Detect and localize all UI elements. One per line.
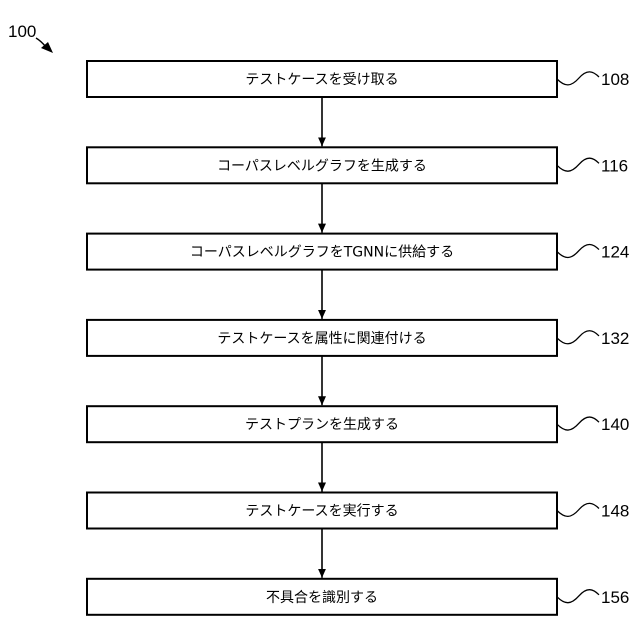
step-label: テストケースを属性に関連付ける (217, 331, 426, 347)
step-148: テストケースを実行する 148 (87, 493, 629, 529)
reference-leader-line (557, 158, 599, 171)
step-108: テストケースを受け取る 108 (87, 61, 629, 97)
reference-leader-line (557, 244, 599, 257)
step-116: コーパスレベルグラフを生成する 116 (87, 147, 628, 183)
reference-numeral: 124 (601, 243, 629, 262)
step-label: テストプランを生成する (245, 417, 399, 433)
step-label: コーパスレベルグラフをTGNNに供給する (190, 245, 454, 261)
reference-numeral: 156 (601, 588, 629, 607)
reference-numeral: 108 (601, 70, 629, 89)
step-132: テストケースを属性に関連付ける 132 (87, 320, 629, 356)
reference-numeral: 132 (601, 329, 629, 348)
reference-numeral: 116 (601, 156, 628, 175)
step-label: テストケースを実行する (245, 504, 398, 520)
step-label: コーパスレベルグラフを生成する (217, 158, 427, 174)
figure-reference-numeral: 100 (8, 22, 36, 41)
steps-layer: テストケースを受け取る108コーパスレベルグラフを生成する116コーパスレベルグ… (87, 61, 629, 615)
reference-leader-line (557, 417, 599, 430)
step-label: 不具合を識別する (266, 590, 378, 606)
reference-leader-line (557, 331, 599, 344)
reference-leader-line (557, 503, 599, 516)
step-label: テストケースを受け取る (245, 72, 398, 88)
reference-leader-line (557, 72, 599, 85)
step-140: テストプランを生成する 140 (87, 406, 629, 442)
reference-numeral: 148 (601, 502, 629, 521)
reference-numeral: 140 (601, 415, 629, 434)
step-156: 不具合を識別する 156 (87, 579, 629, 615)
reference-leader-line (557, 590, 599, 603)
step-124: コーパスレベルグラフをTGNNに供給する 124 (87, 234, 629, 270)
